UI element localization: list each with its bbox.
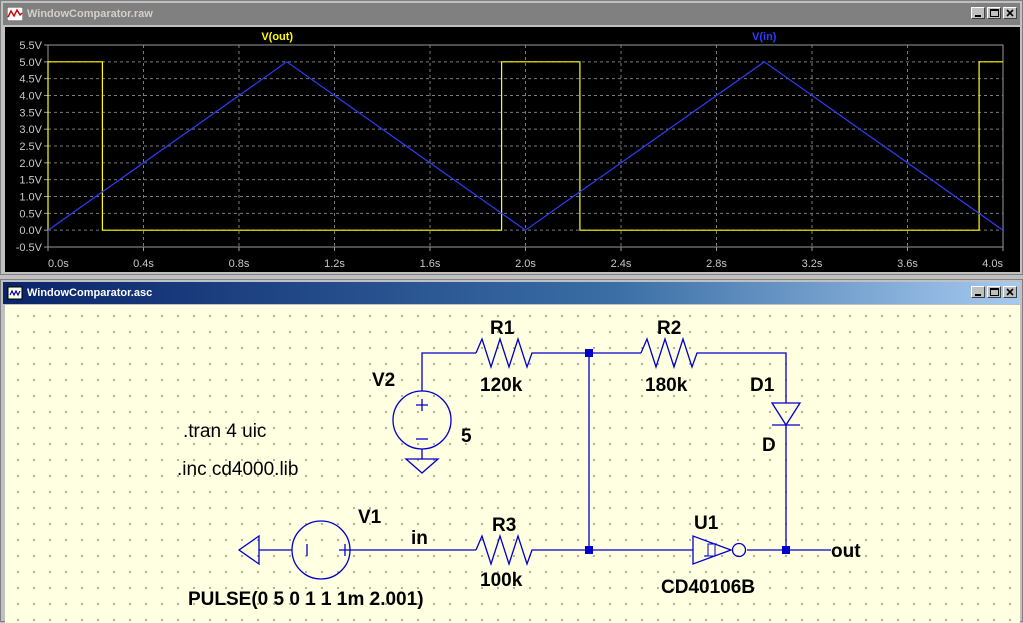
label-R3-name: R3 <box>492 515 516 536</box>
label-R1-name: R1 <box>490 318 515 339</box>
y-tick-label: 5.5V <box>19 40 42 52</box>
y-tick-label: 3.5V <box>19 107 42 119</box>
y-tick-label: 3.0V <box>19 124 42 136</box>
legend-label: V(out) <box>261 31 293 43</box>
junction-dot <box>585 349 593 357</box>
schmitt-inverter-U1-symbol[interactable] <box>692 535 747 565</box>
y-tick-label: 4.5V <box>19 74 42 86</box>
label-V2-value: 5 <box>461 426 472 447</box>
plot-window: WindowComparator.raw 5.5V 5.0V 4.5V 4.0V 3.5… <box>0 0 1023 275</box>
label-V1-value: PULSE(0 5 0 1 1 1m 2.001) <box>188 589 424 610</box>
maximize-icon <box>990 288 999 296</box>
wire[interactable] <box>421 352 476 391</box>
y-tick-label: 4.0V <box>19 91 42 103</box>
y-tick-label: 1.5V <box>19 175 42 187</box>
y-tick-label: 1.0V <box>19 192 42 204</box>
x-tick-label: 3.2s <box>802 258 823 270</box>
y-tick-label: 0.0V <box>19 225 42 237</box>
maximize-button[interactable] <box>987 286 1001 298</box>
minimize-button[interactable] <box>971 7 985 19</box>
junction-dot <box>782 546 790 554</box>
net-label-in: in <box>411 528 428 549</box>
x-tick-label: 1.2s <box>324 258 345 270</box>
waveform-chart[interactable]: 5.5V 5.0V 4.5V 4.0V 3.5V 3.0V 2.5V 2.0V 1.5V 1.0V… <box>5 27 1020 272</box>
plot-window-title: WindowComparator.raw <box>27 8 153 20</box>
port-arrow-icon <box>237 534 260 566</box>
label-R1-value: 120k <box>480 375 523 396</box>
y-tick-label: 5.0V <box>19 57 42 69</box>
y-tick-label: 2.0V <box>19 158 42 170</box>
label-R3-value: 100k <box>480 570 523 591</box>
waveform-plot[interactable]: 5.5V 5.0V 4.5V 4.0V 3.5V 3.0V 2.5V 2.0V 1.5V 1.0V… <box>5 27 1020 272</box>
directive-inc[interactable]: .inc cd4000.lib <box>177 459 298 480</box>
label-U1-value: CD40106B <box>661 577 755 598</box>
label-D1-value: D <box>762 435 776 456</box>
ground-icon <box>404 458 440 474</box>
close-button[interactable] <box>1003 286 1017 298</box>
schematic-window-titlebar[interactable]: WindowComparator.asc <box>3 282 1020 304</box>
waveform-app-icon <box>7 7 23 21</box>
y-tick-label: 2.5V <box>19 141 42 153</box>
schematic-drawing[interactable]: R1 120k R2 180k R3 100k V2 5 V1 PULSE(0 … <box>5 305 1020 623</box>
plot-window-titlebar[interactable]: WindowComparator.raw <box>3 3 1020 25</box>
label-V2-name: V2 <box>372 370 395 391</box>
maximize-icon <box>990 9 999 17</box>
resistor-R3-symbol[interactable] <box>475 533 538 567</box>
x-tick-label: 4.0s <box>982 258 1003 270</box>
x-tick-label: 0.8s <box>229 258 250 270</box>
x-tick-label: 2.4s <box>611 258 632 270</box>
wire[interactable] <box>701 352 787 403</box>
schematic-window: WindowComparator.asc <box>0 279 1023 623</box>
label-R2-value: 180k <box>645 375 688 396</box>
label-R2-name: R2 <box>657 318 681 339</box>
diode-D1-symbol[interactable] <box>770 402 802 427</box>
minimize-icon <box>975 294 981 296</box>
net-label-out: out <box>831 541 861 562</box>
close-icon <box>1006 288 1014 296</box>
maximize-button[interactable] <box>987 7 1001 19</box>
x-tick-label: 3.6s <box>897 258 918 270</box>
schematic-app-icon <box>7 286 23 300</box>
schematic-canvas[interactable]: R1 120k R2 180k R3 100k V2 5 V1 PULSE(0 … <box>5 305 1020 623</box>
y-tick-label: -0.5V <box>16 242 43 254</box>
minimize-icon <box>975 15 981 17</box>
label-U1-name: U1 <box>694 513 719 534</box>
series-line-vin <box>47 61 1004 231</box>
minimize-button[interactable] <box>971 286 985 298</box>
legend-label: V(in) <box>752 31 777 43</box>
schematic-window-title: WindowComparator.asc <box>27 287 153 299</box>
x-tick-label: 0.4s <box>133 258 154 270</box>
junction-dot <box>585 546 593 554</box>
voltage-source-V1-symbol[interactable] <box>291 520 360 580</box>
close-button[interactable] <box>1003 7 1017 19</box>
series-line-vout <box>47 61 1003 231</box>
x-tick-label: 1.6s <box>420 258 441 270</box>
x-tick-label: 2.0s <box>515 258 536 270</box>
x-tick-label: 0.0s <box>48 258 69 270</box>
close-icon <box>1006 9 1014 17</box>
label-V1-name: V1 <box>358 507 382 528</box>
y-tick-label: 0.5V <box>19 208 42 220</box>
resistor-R1-symbol[interactable] <box>475 336 538 370</box>
x-tick-label: 2.8s <box>706 258 727 270</box>
resistor-R2-symbol[interactable] <box>640 336 701 370</box>
directive-tran[interactable]: .tran 4 uic <box>183 421 266 442</box>
voltage-source-V2-symbol[interactable] <box>392 390 452 450</box>
label-D1-name: D1 <box>750 375 775 396</box>
